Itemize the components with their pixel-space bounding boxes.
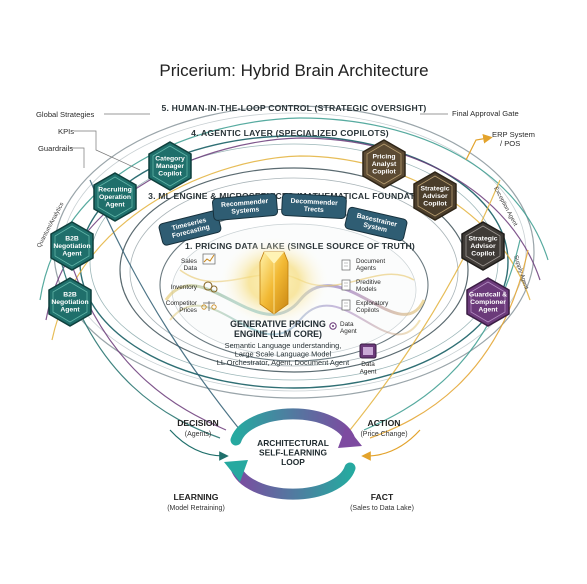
core-description: Semantic Language understanding,Large Sc…: [217, 341, 349, 367]
loop-arc-bottom: [230, 462, 356, 500]
label-global-strategies: Global Strategies: [36, 110, 94, 119]
ml-service-tile[interactable]: RecommenderSystems: [211, 193, 279, 221]
gears-icon: [203, 281, 218, 293]
diagram-title: Pricerium: Hybrid Brain Architecture: [159, 61, 428, 80]
document-icon: [341, 299, 351, 311]
side-annotations: Global Strategies KPIs Guardrails Final …: [36, 109, 535, 171]
ml-service-label: DecommenderTrects: [290, 198, 338, 215]
gear-icon: [329, 322, 337, 330]
document-icon: [341, 279, 351, 291]
arrow-into-loop-right: [361, 429, 421, 461]
loop-fact-sub: (Sales to Data Lake): [350, 505, 414, 512]
label-final-approval: Final Approval Gate: [452, 109, 519, 118]
layer-label-human: 5. HUMAN-IN-THE-LOOP CONTROL (STRATEGIC …: [162, 103, 427, 113]
loop-decision-sub: (Agents): [185, 431, 211, 438]
loop-learning-label: LEARNING: [174, 492, 219, 502]
data-item-inventory: Inventory: [171, 281, 218, 293]
loop-decision-label: DECISION: [177, 418, 219, 428]
loop-action-sub: (Price Change): [360, 431, 407, 438]
ml-service-tile[interactable]: DecommenderTrects: [281, 193, 347, 219]
loop-arc-top: [230, 408, 356, 446]
document-icon: [341, 259, 351, 271]
vertical-label-right-2: Supply Agent: [512, 255, 529, 291]
label-erp-line1: ERP System: [492, 130, 535, 139]
crystal-icon: [259, 251, 289, 315]
ml-services-group: TimeseriesForecasting RecommenderSystems…: [158, 193, 408, 246]
label-guardrails: Guardrails: [38, 144, 73, 153]
ml-service-tile[interactable]: BasestrainerSystem: [344, 206, 408, 242]
ring-ml-layer-inner: [129, 177, 459, 367]
chart-icon: [202, 253, 216, 265]
loop-learning-sub: (Model Retraining): [167, 505, 225, 512]
scale-icon: [201, 301, 217, 311]
loop-arrowhead-left: [224, 460, 248, 482]
loop-fact-label: FACT: [371, 492, 394, 502]
label-erp-line2: / POS: [500, 139, 520, 148]
ring-ml-layer: [119, 167, 469, 373]
svg-text:Inventory: Inventory: [171, 284, 198, 291]
arrow-into-loop-left: [169, 429, 229, 461]
label-kpis: KPIs: [58, 127, 74, 136]
loop-action-label: ACTION: [368, 418, 401, 428]
layer-label-agentic: 4. AGENTIC LAYER (SPECIALIZED COPILOTS): [191, 128, 389, 138]
loop-arrowhead-right: [338, 426, 362, 448]
ml-service-label: RecommenderSystems: [221, 198, 270, 217]
